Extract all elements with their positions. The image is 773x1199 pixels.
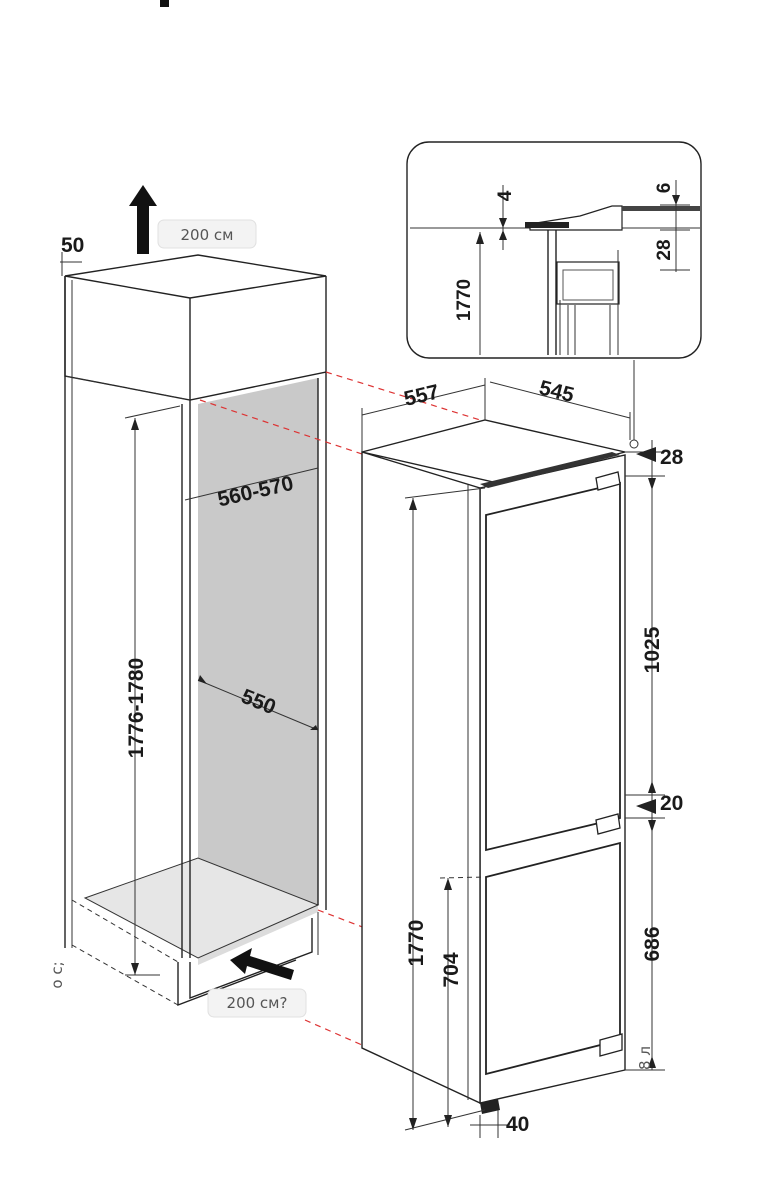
label-toe: 40: [506, 1113, 529, 1136]
label-detail-gap-4: 4: [495, 190, 516, 201]
label-niche-height: 1776-1780: [125, 658, 148, 758]
label-lower-door: 686: [641, 926, 664, 961]
label-lower-height: 704: [440, 952, 463, 987]
label-detail-height: 1770: [454, 279, 475, 321]
label-fridge-height: 1770: [405, 920, 428, 967]
top-vent-arrow-shaft: [137, 204, 149, 254]
top-vent-arrow-head: [129, 185, 157, 206]
bottom-vent-arrow: [230, 948, 294, 980]
label-top-gap: 28: [660, 446, 684, 469]
niche-floor: [198, 905, 318, 965]
label-detail-gap-6: 6: [654, 183, 675, 194]
label-upper-door: 1025: [641, 626, 664, 673]
label-right-side-note: 8 л: [636, 1046, 654, 1070]
cabinet-drawing: [60, 185, 327, 1018]
upper-door: [485, 481, 621, 852]
lower-door: [485, 841, 621, 1076]
arrow-28: [636, 447, 656, 462]
niche-back-panel: [198, 378, 318, 958]
fridge-drawing: [361, 360, 665, 1138]
bottom-vent-pill: [207, 988, 307, 1018]
label-bottom-ventilation: 200 см?: [227, 994, 288, 1012]
heading-fragment: [160, 0, 169, 7]
label-detail-gap-28: 28: [654, 239, 675, 260]
label-door-gap: 20: [660, 792, 683, 815]
label-cabinet-top-offset: 50: [61, 234, 84, 257]
top-vent-pill: [157, 219, 257, 249]
arrow-20: [636, 799, 656, 814]
label-top-ventilation: 200 см: [181, 226, 234, 244]
label-fridge-width: 545: [537, 376, 577, 407]
label-left-side-note: o c;: [48, 961, 66, 988]
alignment-guides: [199, 371, 481, 1046]
detail-inset: [406, 141, 702, 359]
